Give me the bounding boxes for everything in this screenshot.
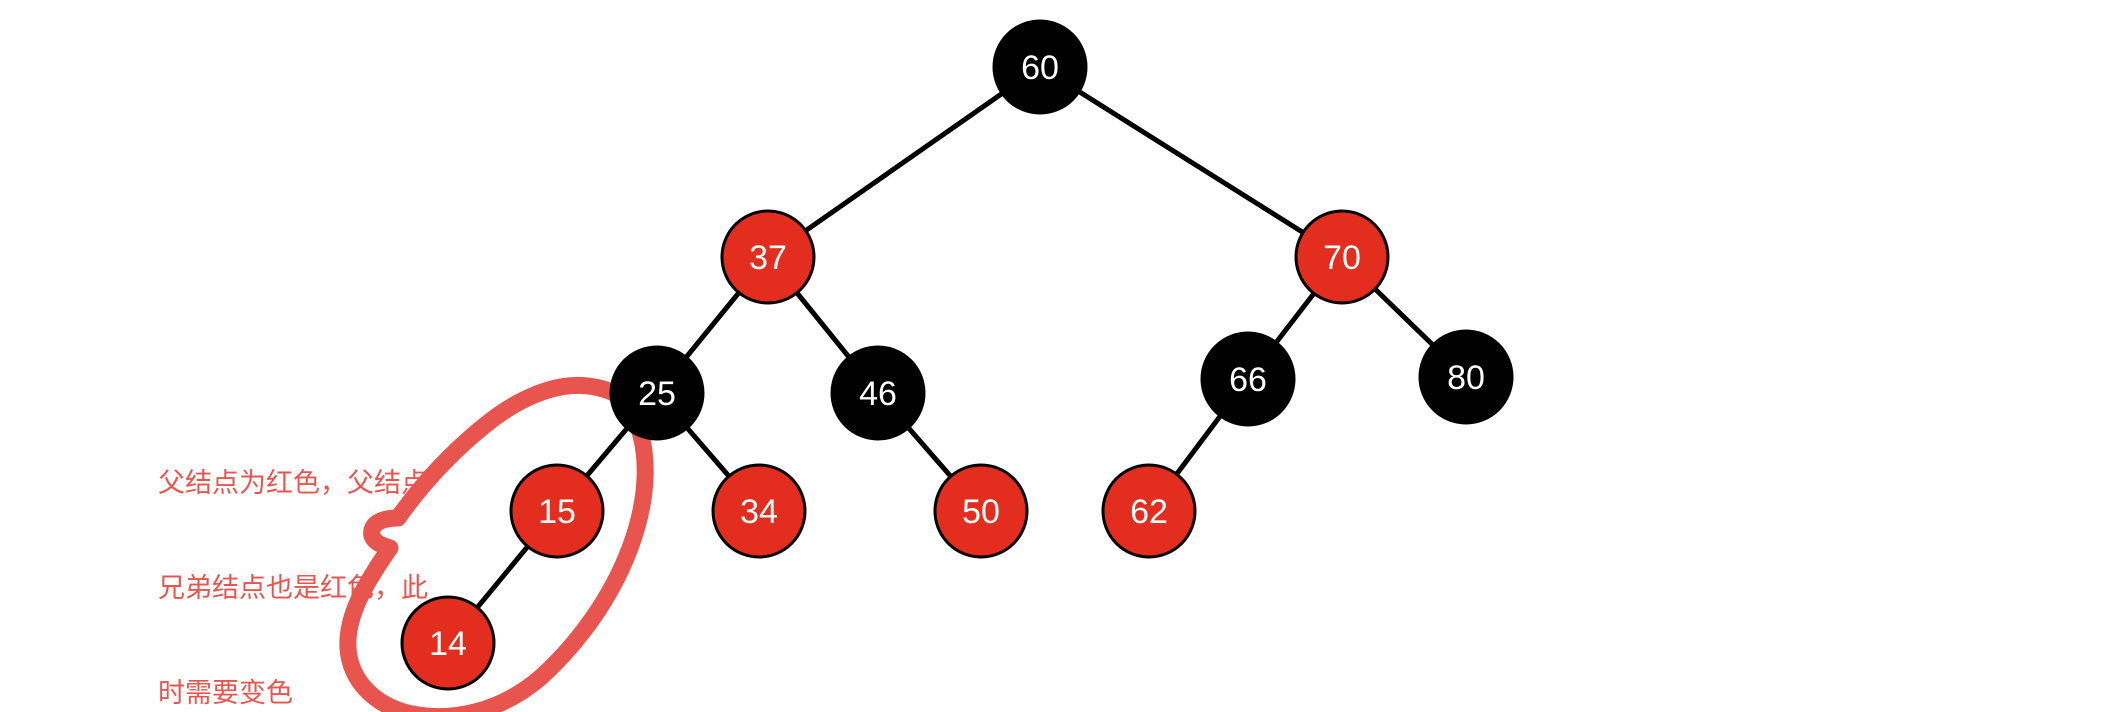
edges-layer: [445, 64, 1469, 646]
node-circle-14[interactable]: [400, 595, 496, 691]
annotation-highlight-layer: [339, 376, 654, 712]
tree-node-66[interactable]: 66: [1200, 331, 1296, 427]
tree-node-50[interactable]: 50: [933, 463, 1029, 559]
tree-node-15[interactable]: 15: [509, 463, 605, 559]
node-circle-80[interactable]: [1418, 329, 1514, 425]
tree-node-25[interactable]: 25: [609, 345, 705, 441]
node-circle-25[interactable]: [609, 345, 705, 441]
tree-node-37[interactable]: 37: [720, 209, 816, 305]
node-circle-15[interactable]: [509, 463, 605, 559]
tree-node-34[interactable]: 34: [711, 463, 807, 559]
annotation-line-3: 时需要变色: [158, 678, 293, 708]
tree-node-80[interactable]: 80: [1418, 329, 1514, 425]
node-circle-50[interactable]: [933, 463, 1029, 559]
tree-edge-60-70: [1037, 64, 1345, 260]
tree-node-62[interactable]: 62: [1101, 463, 1197, 559]
tree-edge-60-37: [765, 64, 1043, 260]
node-circle-70[interactable]: [1294, 209, 1390, 305]
node-circle-34[interactable]: [711, 463, 807, 559]
tree-node-60[interactable]: 60: [992, 19, 1088, 115]
node-circle-66[interactable]: [1200, 331, 1296, 427]
tree-node-46[interactable]: 46: [830, 345, 926, 441]
node-circle-60[interactable]: [992, 19, 1088, 115]
annotation-line-1: 父结点为红色，父结点: [158, 468, 428, 498]
node-circle-46[interactable]: [830, 345, 926, 441]
tree-node-70[interactable]: 70: [1294, 209, 1390, 305]
node-circle-37[interactable]: [720, 209, 816, 305]
node-circle-62[interactable]: [1101, 463, 1197, 559]
hand-drawn-ellipse-highlight: [339, 376, 654, 712]
annotation-line-2: 兄弟结点也是红色，此: [158, 573, 428, 603]
annotation-text: 父结点为红色，父结点 兄弟结点也是红色，此 时需要变色: [158, 396, 488, 712]
